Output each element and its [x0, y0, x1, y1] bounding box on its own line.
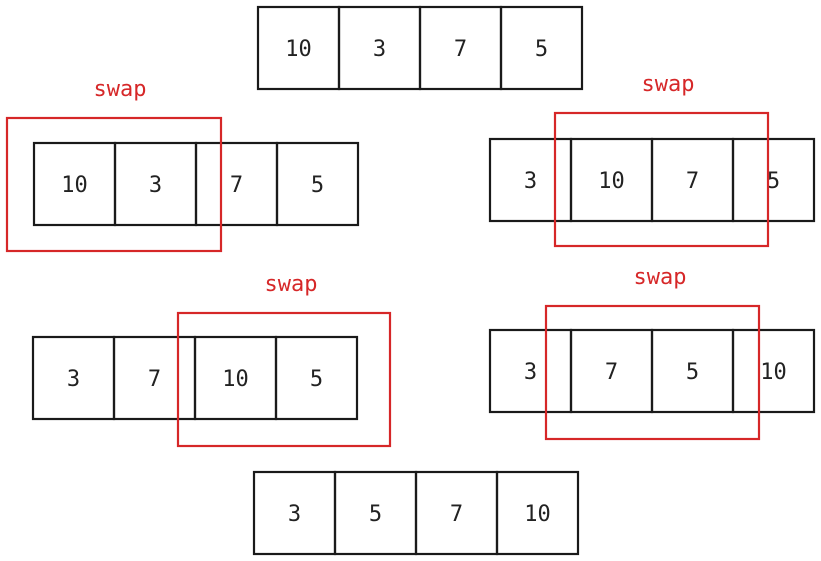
array-cell: 7: [650, 137, 735, 223]
cell-value: 5: [310, 367, 323, 392]
row-step4: 3 7 5 10 swap: [488, 265, 816, 441]
array-cell: 5: [275, 141, 360, 227]
array-cell: 7: [194, 141, 279, 227]
cell-value: 5: [311, 173, 324, 198]
cell-box: [731, 328, 816, 414]
array-cell: 10: [32, 141, 117, 227]
array-cell: 7: [112, 335, 197, 421]
cell-value: 3: [288, 502, 301, 527]
row-step3: 3 7 10 5 swap: [31, 272, 392, 448]
array-cell: 3: [113, 141, 198, 227]
row-initial: 10 3 7 5: [256, 5, 584, 91]
swap-highlight-box: [5, 116, 223, 253]
cell-value: 7: [450, 502, 463, 527]
array-cell: 10: [731, 328, 816, 414]
cell-value: 3: [524, 360, 537, 385]
array-cell: 10: [193, 335, 278, 421]
swap-highlight-box: [176, 311, 392, 448]
array-cell: 10: [495, 470, 580, 556]
cell-value: 10: [760, 360, 787, 385]
row-final: 3 5 7 10: [252, 470, 580, 556]
array-cell: 3: [31, 335, 116, 421]
cell-value: 3: [373, 37, 386, 62]
array-cell: 10: [569, 137, 654, 223]
array-cell: 7: [418, 5, 503, 91]
cell-value: 10: [285, 37, 312, 62]
cell-value: 7: [454, 37, 467, 62]
cell-box: [731, 137, 816, 223]
cell-box: [275, 141, 360, 227]
cell-box: [495, 470, 580, 556]
cell-value: 3: [149, 173, 162, 198]
swap-highlight-box: [544, 304, 761, 441]
array-cell: 3: [337, 5, 422, 91]
cell-value: 7: [148, 367, 161, 392]
array-cell: 3: [488, 328, 573, 414]
cell-value: 3: [67, 367, 80, 392]
swap-label: swap: [634, 265, 687, 290]
cell-value: 5: [535, 37, 548, 62]
array-cell: 5: [731, 137, 816, 223]
array-cell: 10: [256, 5, 341, 91]
cell-value: 5: [686, 360, 699, 385]
array-cell: 5: [333, 470, 418, 556]
cell-value: 3: [524, 169, 537, 194]
array-cell: 3: [488, 137, 573, 223]
cell-value: 7: [605, 360, 618, 385]
cell-value: 10: [598, 169, 625, 194]
swap-label: swap: [94, 77, 147, 102]
cell-value: 10: [524, 502, 551, 527]
cell-value: 7: [686, 169, 699, 194]
array-cell: 5: [499, 5, 584, 91]
array-cell: 7: [414, 470, 499, 556]
swap-highlight-box: [553, 111, 770, 248]
array-cell: 5: [650, 328, 735, 414]
row-step1: 10 3 7 5 swap: [5, 77, 360, 253]
cell-value: 7: [230, 173, 243, 198]
cell-value: 5: [369, 502, 382, 527]
cell-box: [499, 5, 584, 91]
swap-label: swap: [642, 72, 695, 97]
cell-value: 5: [767, 169, 780, 194]
array-cell: 7: [569, 328, 654, 414]
swap-label: swap: [265, 272, 318, 297]
row-step2: 3 10 7 5 swap: [488, 72, 816, 248]
cell-value: 10: [222, 367, 249, 392]
array-cell: 3: [252, 470, 337, 556]
cell-value: 10: [61, 173, 88, 198]
cell-box: [274, 335, 359, 421]
array-cell: 5: [274, 335, 359, 421]
